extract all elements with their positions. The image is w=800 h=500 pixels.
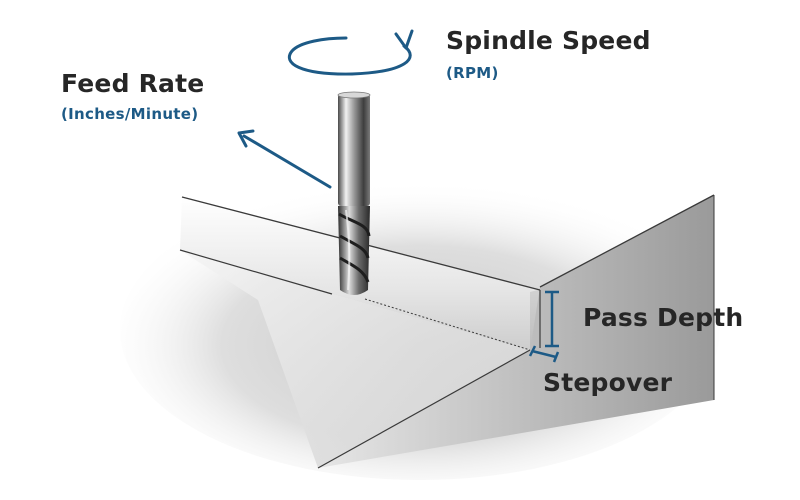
tool-flute-helix-2 [339,234,370,259]
rotation-arrow-icon [287,29,414,76]
spindle-speed-unit: (RPM) [446,64,499,82]
stepover-dimension-icon [528,345,560,363]
edge-toolpath [364,298,531,351]
pass-depth-label: Pass Depth [583,303,744,332]
workpiece-front-face [180,250,530,468]
tool-flute-highlight [345,209,351,291]
tool-flute-helix-1 [338,212,371,237]
tool-shank [338,94,370,206]
edge-right-top [539,194,715,288]
tool-shank-top [337,91,371,99]
edge-pocket-floor [179,249,333,295]
feed-rate-unit: (Inches/Minute) [61,105,199,123]
pass-depth-dimension-icon [545,290,559,348]
tool-flute-helix-3 [339,256,370,283]
end-mill-tool [337,91,371,295]
edge-bottom [317,349,531,469]
feed-arrow-icon [237,129,332,189]
stepover-label: Stepover [543,368,673,397]
spindle-speed-label: Spindle Speed [446,26,651,55]
workpiece-right-face [318,195,714,468]
feed-rate-label: Feed Rate [61,69,205,98]
